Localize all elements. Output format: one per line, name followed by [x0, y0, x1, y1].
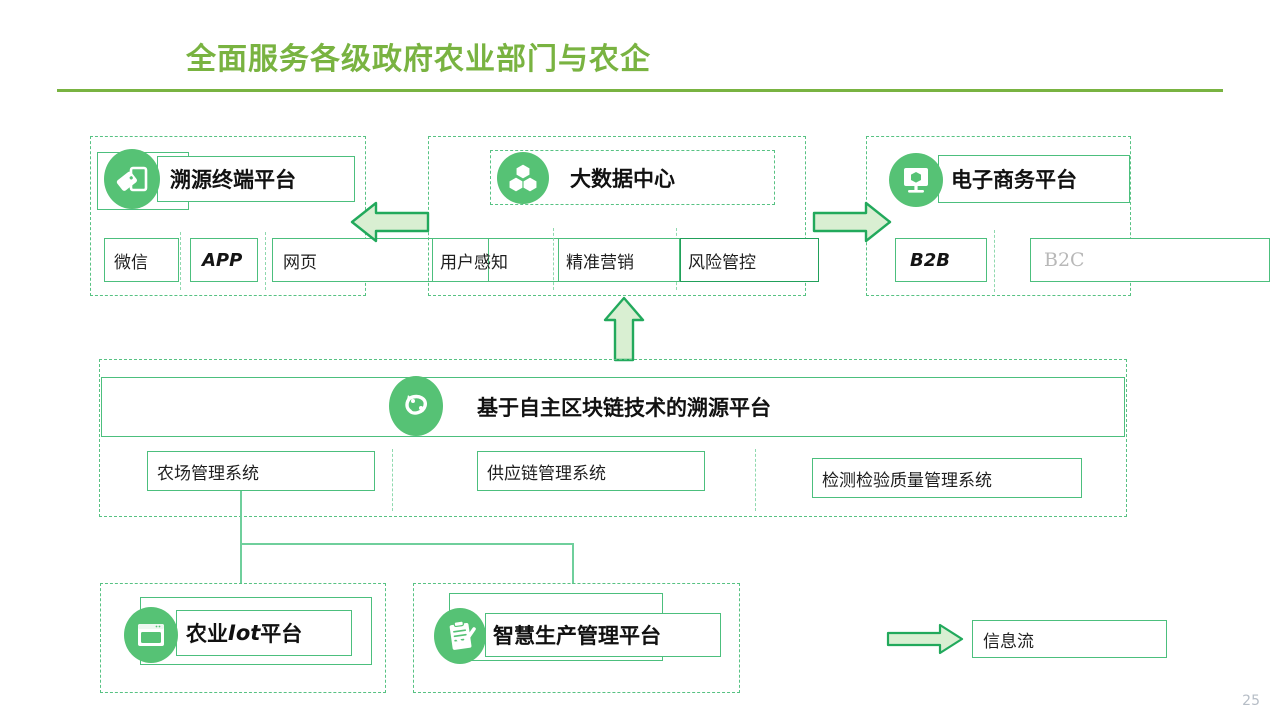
arrow-bigdata-to-terminal — [350, 199, 430, 245]
terminal-header-label: 溯源终端平台 — [170, 168, 296, 192]
tag-icon — [104, 149, 160, 209]
ecommerce-item-b2c[interactable] — [1030, 238, 1270, 282]
ecommerce-header-label: 电子商务平台 — [951, 168, 1077, 192]
terminal-item-webpage[interactable] — [272, 238, 572, 282]
iot-header-box[interactable] — [176, 610, 352, 656]
bigdata-divider-1 — [553, 228, 554, 290]
page-number: 25 — [1242, 693, 1260, 709]
terminal-item-app-label: APP — [202, 249, 243, 271]
platform-item-farm-management[interactable] — [147, 451, 375, 491]
smart-production-header-label: 智慧生产管理平台 — [493, 624, 661, 648]
title-divider — [57, 89, 1223, 92]
chain-link-icon — [389, 376, 443, 436]
bigdata-item-risk-control[interactable] — [680, 238, 819, 282]
iot-label-italic: Iot — [228, 621, 261, 645]
arrow-bigdata-to-ecommerce — [812, 199, 892, 245]
arrow-platform-to-bigdata — [601, 296, 647, 362]
legend-box[interactable] — [972, 620, 1167, 658]
smart-production-zone — [413, 583, 740, 693]
window-icon — [124, 607, 178, 663]
cubes-icon — [497, 152, 549, 204]
iot-zone — [100, 583, 386, 693]
iot-label-plain: 农业 — [186, 622, 228, 646]
clipboard-check-icon — [434, 608, 486, 664]
bigdata-header-frame — [490, 150, 775, 205]
bigdata-header-label: 大数据中心 — [570, 166, 675, 191]
terminal-item-app[interactable] — [190, 238, 258, 282]
terminal-divider-1 — [180, 232, 181, 290]
monitor-box-icon — [889, 153, 943, 207]
bigdata-item-precision-marketing-label: 精准营销 — [566, 252, 634, 273]
platform-header-box[interactable] — [101, 377, 1125, 437]
ecommerce-item-b2c-label: B2C — [1044, 249, 1085, 271]
legend-arrow-icon — [886, 622, 964, 656]
platform-item-supply-chain[interactable] — [477, 451, 705, 491]
terminal-divider-2 — [265, 232, 266, 290]
ecommerce-header-box[interactable] — [938, 155, 1130, 203]
terminal-item-wechat-label: 微信 — [114, 252, 148, 273]
terminal-item-webpage-label: 网页 — [283, 252, 317, 273]
legend-label: 信息流 — [983, 631, 1034, 652]
platform-item-quality-inspection[interactable] — [812, 458, 1082, 498]
terminal-item-wechat[interactable] — [104, 238, 179, 282]
connector-vertical-trunk — [240, 491, 243, 584]
platform-item-supply-chain-label: 供应链管理系统 — [487, 463, 606, 484]
platform-divider-2 — [755, 449, 756, 511]
page-title: 全面服务各级政府农业部门与农企 — [186, 42, 651, 77]
terminal-header-box[interactable] — [157, 156, 355, 202]
connector-horizontal-branch — [240, 543, 574, 546]
bigdata-item-risk-control-label: 风险管控 — [688, 252, 756, 273]
bigdata-item-precision-marketing[interactable] — [558, 238, 680, 282]
iot-label-tail: 平台 — [260, 622, 303, 646]
platform-header-label: 基于自主区块链技术的溯源平台 — [477, 396, 771, 420]
bigdata-item-user-perception-label: 用户感知 — [440, 252, 508, 273]
ecommerce-item-b2b-label: B2B — [910, 249, 950, 271]
connector-vertical-right — [572, 543, 575, 584]
platform-item-quality-inspection-label: 检测检验质量管理系统 — [822, 470, 992, 491]
platform-divider-1 — [392, 449, 393, 511]
ecommerce-item-b2b[interactable] — [895, 238, 987, 282]
bigdata-item-user-perception[interactable] — [432, 238, 489, 282]
ecommerce-divider-1 — [994, 230, 995, 292]
smart-production-header-box[interactable] — [485, 613, 721, 657]
platform-item-farm-management-label: 农场管理系统 — [157, 463, 259, 484]
platform-zone — [99, 359, 1127, 517]
